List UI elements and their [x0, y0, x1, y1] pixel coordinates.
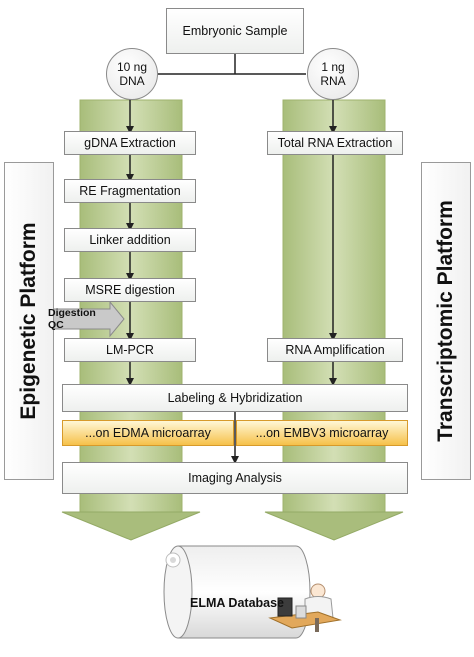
step-gdna-extraction-label: gDNA Extraction: [84, 136, 176, 150]
epigenetic-platform-label: Epigenetic Platform: [17, 222, 40, 420]
step-msre-digestion: MSRE digestion: [64, 278, 196, 302]
dna-type: DNA: [119, 74, 145, 88]
step-gdna-extraction: gDNA Extraction: [64, 131, 196, 155]
step-total-rna-extraction-label: Total RNA Extraction: [277, 136, 393, 150]
transcriptomic-platform-panel: Transcriptomic Platform: [421, 162, 471, 480]
step-rna-amplification-label: RNA Amplification: [285, 343, 385, 357]
embryonic-sample-box: Embryonic Sample: [166, 8, 304, 54]
rna-type: RNA: [320, 74, 346, 88]
step-linker-addition-label: Linker addition: [89, 233, 171, 247]
step-re-fragmentation: RE Fragmentation: [64, 179, 196, 203]
database-cylinder: [163, 545, 311, 639]
imaging-analysis-label: Imaging Analysis: [188, 471, 282, 485]
rna-input-circle: 1 ng RNA: [307, 48, 359, 100]
left-green-column: [79, 99, 183, 513]
embv3-microarray-label: ...on EMBV3 microarray: [255, 426, 389, 440]
user-at-desk-icon: [268, 583, 342, 632]
epigenetic-platform-panel: Epigenetic Platform: [4, 162, 54, 480]
right-green-column: [282, 99, 386, 513]
dna-input-circle: 10 ng DNA: [106, 48, 158, 100]
right-big-arrow-head: [264, 511, 404, 541]
rna-amount: 1 ng: [321, 60, 345, 74]
embryonic-sample-label: Embryonic Sample: [182, 24, 288, 38]
step-msre-digestion-label: MSRE digestion: [85, 283, 175, 297]
elma-database-label: ELMA Database: [190, 596, 285, 610]
labeling-hybridization-label: Labeling & Hybridization: [167, 391, 303, 405]
digestion-qc-label: Digestion QC: [48, 307, 96, 331]
step-rna-amplification: RNA Amplification: [267, 338, 403, 362]
step-lm-pcr-label: LM-PCR: [106, 343, 154, 357]
step-lm-pcr: LM-PCR: [64, 338, 196, 362]
embv3-microarray-box: ...on EMBV3 microarray: [236, 420, 408, 446]
step-linker-addition: Linker addition: [64, 228, 196, 252]
step-re-fragmentation-label: RE Fragmentation: [79, 184, 181, 198]
dna-amount: 10 ng: [116, 60, 148, 74]
labeling-hybridization-box: Labeling & Hybridization: [62, 384, 408, 412]
edma-microarray-box: ...on EDMA microarray: [62, 420, 234, 446]
imaging-analysis-box: Imaging Analysis: [62, 462, 408, 494]
step-total-rna-extraction: Total RNA Extraction: [267, 131, 403, 155]
left-big-arrow-head: [61, 511, 201, 541]
edma-microarray-label: ...on EDMA microarray: [85, 426, 211, 440]
transcriptomic-platform-label: Transcriptomic Platform: [434, 200, 457, 442]
